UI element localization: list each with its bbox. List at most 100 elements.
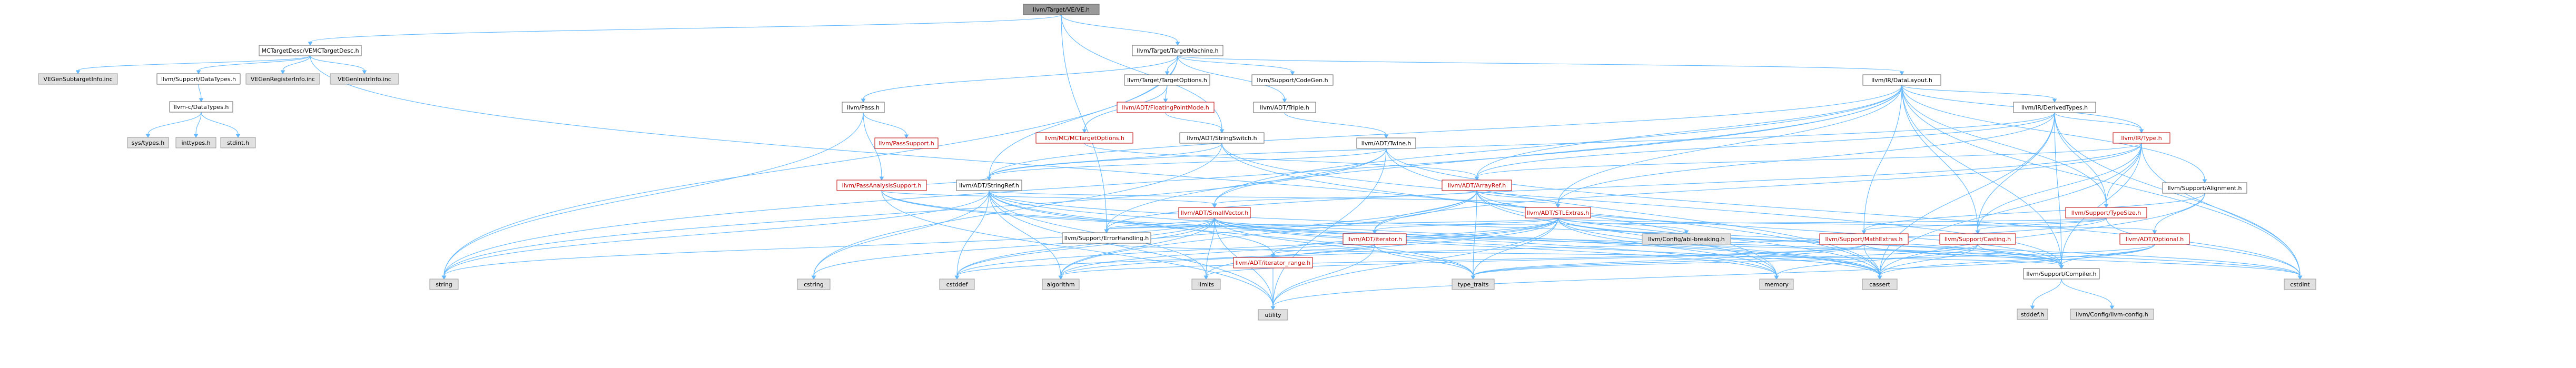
- edge-line: [1084, 143, 1477, 177]
- node-casting[interactable]: llvm/Support/Casting.h: [1939, 233, 2016, 245]
- edge-line: [1272, 217, 1558, 255]
- node-label: VEGenSubtargetInfo.inc: [43, 76, 112, 83]
- edge-salign-to-mathextras: [1861, 193, 2205, 234]
- edge-line: [956, 190, 990, 276]
- edge-arrowhead: [1474, 176, 1479, 181]
- node-box: [1023, 4, 1100, 15]
- node-configabi: llvm/Config/abi-breaking.h: [1642, 233, 1731, 245]
- node-triple[interactable]: llvm/ADT/Triple.h: [1253, 102, 1316, 113]
- node-limits: limits: [1191, 279, 1221, 290]
- edge-mcdesc-to-vesub: [75, 55, 311, 74]
- node-label: algorithm: [1047, 281, 1074, 288]
- edge-line: [2106, 217, 2301, 276]
- node-twine[interactable]: llvm/ADT/Twine.h: [1356, 137, 1416, 149]
- node-irtype[interactable]: llvm/IR/Type.h: [2113, 132, 2170, 144]
- node-typesize[interactable]: llvm/Support/TypeSize.h: [2065, 207, 2147, 218]
- node-box: [1452, 279, 1495, 290]
- edge-line: [1106, 143, 2142, 230]
- edge-line: [198, 55, 311, 71]
- edge-arrowhead: [1684, 230, 1689, 234]
- node-compiler[interactable]: llvm/Support/Compiler.h: [2023, 268, 2100, 280]
- node-box: [2070, 309, 2154, 320]
- edge-line: [881, 190, 1777, 276]
- node-stringref[interactable]: llvm/ADT/StringRef.h: [956, 180, 1022, 191]
- node-itrange[interactable]: llvm/ADT/iterator_range.h: [1233, 257, 1313, 268]
- node-label: llvm/ADT/FloatingPointMode.h: [1122, 104, 1209, 111]
- edge-line: [881, 190, 1215, 205]
- edge-optional-to-cassert: [1877, 244, 2155, 280]
- node-cdt[interactable]: llvm-c/DataTypes.h: [169, 101, 233, 113]
- node-pass[interactable]: llvm/Pass.h: [842, 102, 885, 113]
- edge-line: [1374, 143, 2142, 231]
- edge-arrowhead: [1555, 204, 1561, 208]
- edge-line: [1901, 85, 2055, 100]
- edge-line: [2054, 112, 2142, 130]
- node-codegen[interactable]: llvm/Support/CodeGen.h: [1251, 74, 1334, 86]
- edge-line: [1557, 217, 1687, 231]
- node-label: llvm/Support/ErrorHandling.h: [1064, 235, 1149, 242]
- node-label: llvm-c/DataTypes.h: [174, 104, 229, 111]
- edge-stringref-to-string: [441, 190, 990, 280]
- edge-line: [989, 143, 1222, 177]
- node-label: cstddef: [946, 281, 969, 288]
- edge-line: [1106, 217, 1558, 230]
- edge-line: [1177, 55, 1285, 100]
- edge-line: [201, 112, 239, 135]
- node-box: [1939, 233, 2016, 245]
- edge-line: [77, 55, 311, 71]
- node-mathextras[interactable]: llvm/Support/MathExtras.h: [1819, 233, 1909, 245]
- edges-layer: [75, 14, 2303, 310]
- edge-line: [1879, 244, 2155, 276]
- node-tm[interactable]: llvm/Target/TargetMachine.h: [1132, 45, 1223, 56]
- node-optional[interactable]: llvm/ADT/Optional.h: [2119, 233, 2190, 245]
- node-box: [1442, 180, 1512, 191]
- edge-line: [1272, 244, 1375, 255]
- node-passsupport[interactable]: llvm/PassSupport.h: [874, 137, 939, 149]
- edge-arrowhead: [2109, 305, 2115, 310]
- edge-line: [1272, 148, 1387, 307]
- edge-line: [282, 55, 311, 71]
- edge-line: [1060, 244, 1864, 276]
- edge-arrowhead: [904, 134, 909, 138]
- edge-line: [1557, 217, 2155, 231]
- edge-line: [1386, 148, 1880, 276]
- node-salign[interactable]: llvm/Support/Alignment.h: [2162, 182, 2247, 194]
- node-fpmode[interactable]: llvm/ADT/FloatingPointMode.h: [1117, 102, 1215, 113]
- edge-line: [1272, 217, 1558, 307]
- node-label: llvm/ADT/STLExtras.h: [1527, 210, 1590, 216]
- node-label: stdint.h: [227, 140, 249, 146]
- node-box: [2113, 132, 2170, 144]
- node-derived[interactable]: llvm/IR/DerivedTypes.h: [2013, 102, 2096, 113]
- node-label: llvm/Pass.h: [847, 104, 880, 111]
- node-mcdesc[interactable]: MCTargetDesc/VEMCTargetDesc.h: [259, 45, 362, 56]
- node-pas[interactable]: llvm/PassAnalysisSupport.h: [836, 180, 927, 191]
- edge-line: [1214, 217, 2062, 266]
- node-cassert: cassert: [1862, 279, 1898, 290]
- edge-line: [1557, 85, 1902, 205]
- node-arrayref[interactable]: llvm/ADT/ArrayRef.h: [1442, 180, 1512, 191]
- node-datalayout[interactable]: llvm/IR/DataLayout.h: [1862, 74, 1941, 86]
- node-supdt[interactable]: llvm/Support/DataTypes.h: [156, 73, 241, 85]
- edge-twine-to-cassert: [1386, 148, 1882, 280]
- edge-irtype-to-arrayref: [1474, 143, 2142, 181]
- node-label: limits: [1198, 281, 1214, 288]
- edge-stringref-to-cstddef: [954, 190, 990, 280]
- node-label: llvm/ADT/iterator_range.h: [1236, 260, 1310, 266]
- edge-line: [989, 190, 1061, 276]
- node-tto[interactable]: llvm/Target/TargetOptions.h: [1124, 74, 1210, 86]
- edge-datalayout-to-arrayref: [1474, 85, 1902, 181]
- node-smallvec[interactable]: llvm/ADT/SmallVector.h: [1178, 207, 1251, 218]
- node-cstdint: cstdint: [2284, 279, 2316, 290]
- node-mcto[interactable]: llvm/MC/MCTargetOptions.h: [1035, 132, 1133, 144]
- node-label: inttypes.h: [181, 140, 210, 146]
- edge-stlextras-to-iterator: [1372, 217, 1558, 234]
- edge-pass-to-pas: [863, 112, 884, 181]
- edge-arrowhead: [2104, 204, 2109, 208]
- node-strswitch[interactable]: llvm/ADT/StringSwitch.h: [1179, 132, 1265, 144]
- edge-mcdesc-to-veinstr: [310, 55, 367, 74]
- node-iterator[interactable]: llvm/ADT/iterator.h: [1343, 233, 1407, 245]
- node-label: VEGenRegisterInfo.inc: [251, 76, 315, 83]
- node-stlextras[interactable]: llvm/ADT/STLExtras.h: [1525, 207, 1591, 218]
- edge-line: [2061, 143, 2142, 266]
- node-errh[interactable]: llvm/Support/ErrorHandling.h: [1062, 232, 1151, 244]
